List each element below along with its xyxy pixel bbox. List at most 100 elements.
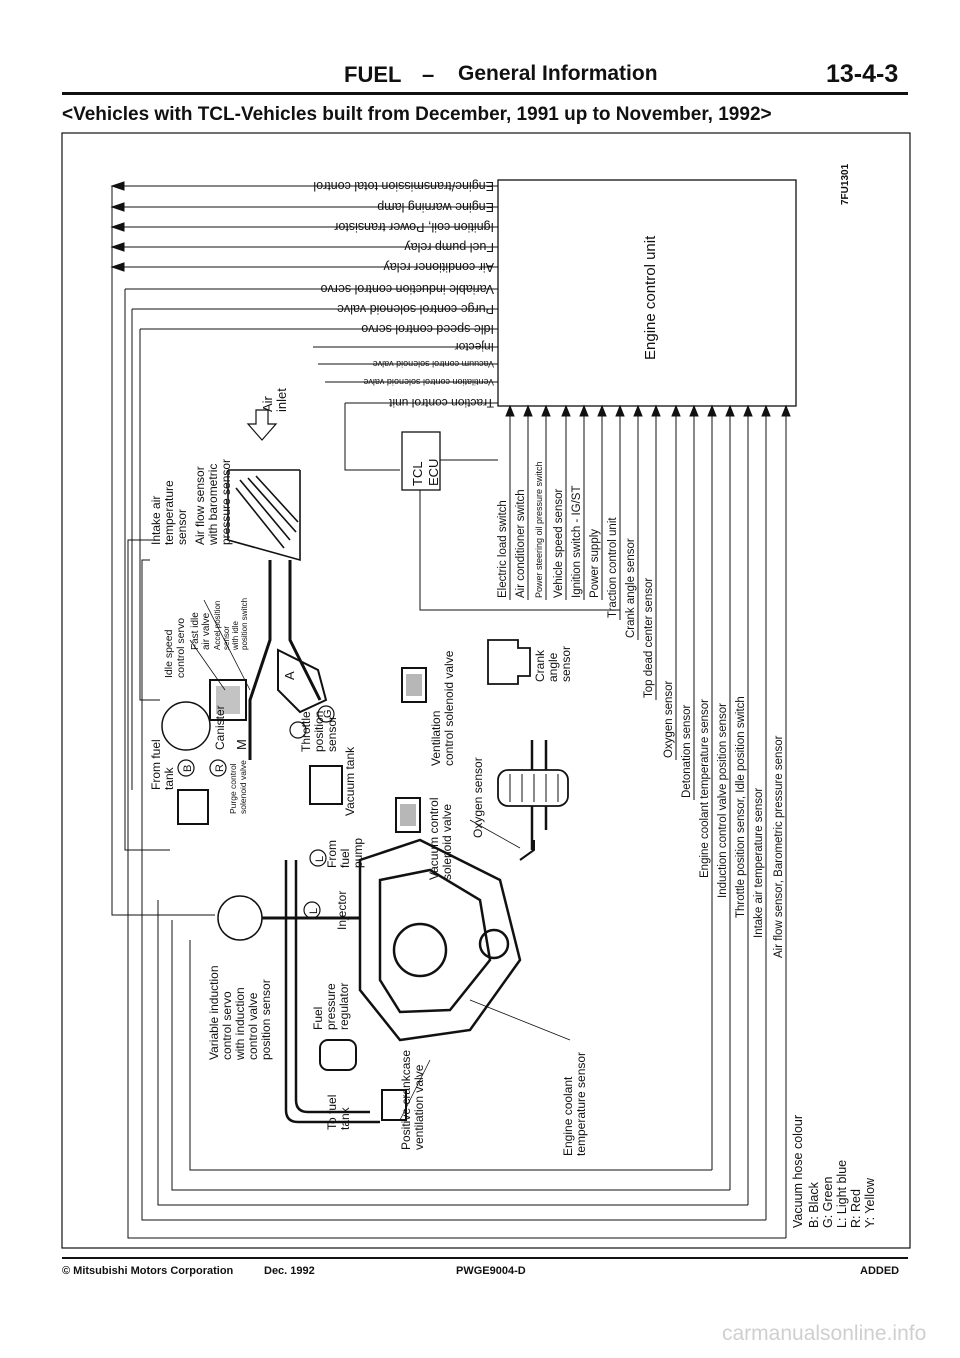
- output-label-2: Ignition coil, Power transistor: [334, 220, 494, 234]
- input-label-13: Throttle position sensor, Idle position …: [735, 696, 747, 918]
- accel-label-3: position switch: [240, 598, 249, 650]
- from-fuel-pump-label-2: pump: [351, 838, 365, 868]
- throttle-label-2: sensor: [325, 716, 339, 752]
- input-label-12: Induction control valve position sensor: [717, 703, 729, 898]
- hose-marker-l1: L: [314, 856, 326, 862]
- hose-marker-a: A: [282, 671, 297, 680]
- input-label-5: Power supply: [589, 529, 601, 598]
- pcv-valve-icon: [381, 1089, 407, 1121]
- output-label-9: Vacuum control solenoid valve: [373, 359, 494, 369]
- ventilation-solenoid-icon: [401, 667, 427, 703]
- intake-air-temp-label-0: Intake air: [149, 496, 163, 545]
- vacuum-control-label-1: solenoid valve: [440, 804, 454, 880]
- vacuum-tank-icon: [309, 765, 343, 805]
- from-fuel-tank-label-0: From fuel: [149, 739, 163, 790]
- from-fuel-pump-label-0: From: [325, 840, 339, 868]
- vacuum-solenoid-icon: [395, 797, 421, 833]
- canister-icon: [161, 701, 211, 751]
- from-fuel-tank-label-1: tank: [162, 766, 176, 790]
- purge-control-valve-icon: [177, 789, 209, 825]
- idle-speed-label-1: control servo: [175, 618, 187, 678]
- purge-control-label-1: solenoid valve: [238, 760, 248, 814]
- section-dash: –: [422, 62, 435, 87]
- figure-id: 7FU1301: [840, 163, 851, 205]
- output-label-8: Injector: [455, 340, 494, 354]
- idle-speed-label-0: Idle speed: [163, 629, 175, 678]
- coolant-temp-label-0: Engine coolant: [561, 1076, 575, 1156]
- canister-label: Canister: [213, 705, 227, 750]
- hose-marker-g: G: [322, 709, 334, 718]
- section-prefix: FUEL: [344, 62, 402, 87]
- input-label-15: Air flow sensor, Barometric pressure sen…: [773, 735, 785, 958]
- accel-label-0: Accel position: [213, 601, 222, 650]
- footer-status: ADDED: [860, 1265, 900, 1277]
- output-label-5: Variable induction control servo: [320, 282, 494, 296]
- throttle-position-icon: [277, 648, 328, 714]
- oxygen-sensor-label: Oxygen sensor: [471, 757, 485, 838]
- variable-induction-label-1: control servo: [220, 991, 234, 1060]
- output-label-6: Purge control solenoid valve: [337, 302, 494, 316]
- ventilation-control-label-1: control solenoid valve: [442, 650, 456, 766]
- tcl-ecu-line2: ECU: [426, 459, 441, 486]
- footer-rule: [62, 1257, 908, 1259]
- watermark: carmanualsonline.info: [722, 1322, 927, 1345]
- crank-angle-label-2: sensor: [559, 646, 573, 682]
- idle-speed-servo-icon: [209, 679, 247, 721]
- fuel-regulator-label-2: regulator: [337, 983, 351, 1030]
- footer-copyright: © Mitsubishi Motors Corporation: [62, 1265, 234, 1277]
- page-subtitle: <Vehicles with TCL-Vehicles built from D…: [62, 104, 772, 125]
- from-fuel-pump-label-1: fuel: [338, 849, 352, 868]
- input-label-4: Ignition switch - IG/ST: [571, 486, 583, 598]
- vacuum-control-label-0: Vacuum control: [427, 798, 441, 880]
- footer-doc-code: PWGE9004-D: [456, 1265, 526, 1277]
- input-label-3: Vehicle speed sensor: [553, 489, 565, 598]
- crank-angle-label-0: Crank: [533, 649, 547, 682]
- hose-marker-r: R: [214, 764, 226, 772]
- ecu-label: Engine control unit: [642, 235, 659, 360]
- coolant-temp-label-1: temperature sensor: [574, 1052, 588, 1156]
- legend-item-red: R: Red: [849, 1189, 863, 1228]
- output-label-7: Idle speed control servo: [361, 322, 494, 336]
- footer-date: Dec. 1992: [264, 1265, 315, 1277]
- legend-item-yellow: Y: Yellow: [863, 1177, 877, 1228]
- variable-induction-label-2: with induction: [233, 987, 247, 1061]
- throttle-label-0: Throttle: [299, 711, 313, 752]
- engine-control-unit-box: [497, 179, 797, 407]
- vacuum-tank-label: Vacuum tank: [343, 746, 357, 816]
- legend-item-black: B: Black: [807, 1181, 821, 1228]
- hose-marker-l2: L: [308, 908, 320, 914]
- crank-angle-sensor-icon: [487, 639, 531, 685]
- variable-induction-label-3: control valve: [246, 992, 260, 1060]
- injector-label: Injector: [335, 891, 349, 930]
- section-title: General Information: [458, 62, 658, 85]
- fast-idle-label-0: Fast idle: [190, 612, 201, 650]
- purge-control-label-0: Purge control: [228, 763, 238, 814]
- legend-item-green: G: Green: [821, 1177, 835, 1228]
- input-label-1: Air conditioner switch: [515, 489, 527, 598]
- page-number: 13-4-3: [826, 60, 899, 88]
- air-flow-label-1: with barometric: [206, 464, 220, 546]
- input-label-9: Oxygen sensor: [663, 680, 675, 758]
- tcl-ecu-line1: TCL: [410, 461, 425, 486]
- fast-idle-label-1: air valve: [201, 612, 212, 650]
- output-label-3: Fuel pump relay: [404, 240, 494, 254]
- to-fuel-tank-label-1: tank: [338, 1106, 352, 1130]
- to-fuel-tank-label-0: To fuel: [325, 1095, 339, 1130]
- output-label-4: Air conditioner relay: [383, 260, 494, 274]
- legend-item-light-blue: L: Light blue: [835, 1160, 849, 1228]
- output-label-11: Traction control unit: [388, 396, 494, 410]
- accel-label-2: with idle: [231, 621, 240, 651]
- output-label-1: Engine warning lamp: [377, 200, 494, 214]
- pcv-label-1: ventilation valve: [412, 1064, 426, 1150]
- hose-marker-m: M: [234, 739, 249, 750]
- air-inlet-arrow-icon: [246, 409, 278, 441]
- output-label-10: Ventilation control solenoid valve: [363, 377, 494, 387]
- component-labels: Intake air temperature sensor Air flow s…: [149, 388, 588, 1156]
- accel-label-1: sensor: [222, 626, 231, 650]
- intake-air-temp-label-1: temperature: [162, 480, 176, 545]
- output-label-0: Engine/transmission total control: [313, 179, 494, 193]
- ecu-input-labels: Electric load switch Air conditioner swi…: [497, 461, 785, 958]
- ecu-output-labels: Engine/transmission total control Engine…: [313, 179, 494, 410]
- air-inlet-label-1: inlet: [274, 388, 289, 412]
